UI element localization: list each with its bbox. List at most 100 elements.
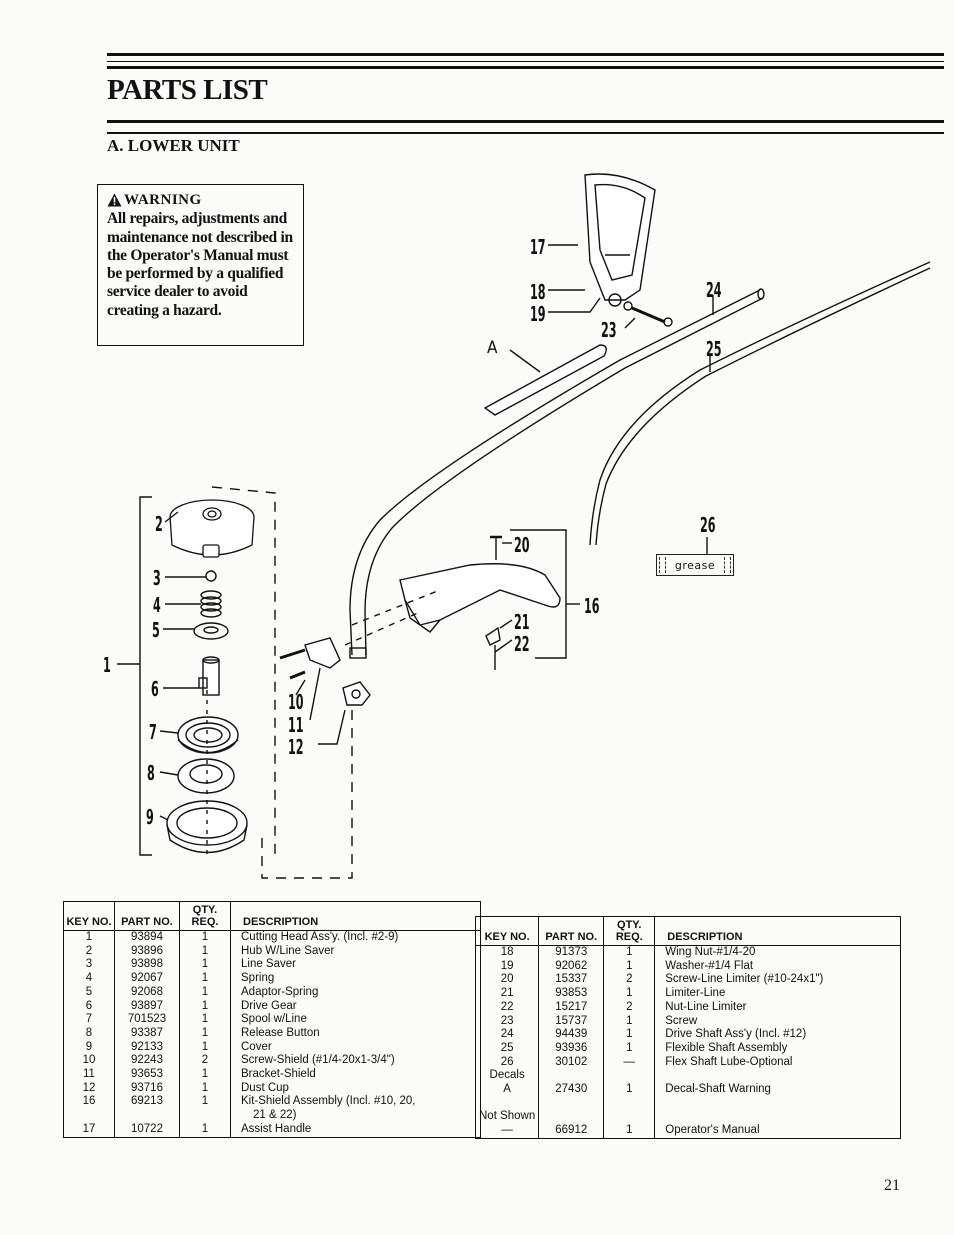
- page-title: PARTS LIST: [107, 74, 268, 106]
- cell-part-no: 93936: [538, 1041, 605, 1056]
- cell-qty: 1: [179, 944, 231, 959]
- cell-description: Nut-Line Limiter: [654, 1000, 901, 1015]
- callout-19: 19: [530, 302, 546, 326]
- cell-key-no: 18: [474, 945, 540, 960]
- table-row: 21 & 22): [63, 1109, 481, 1123]
- cell-key-no: 3: [63, 958, 115, 973]
- col-description: DESCRIPTION: [230, 901, 481, 931]
- cell-description: Cutting Head Ass'y. (Incl. #2-9): [230, 930, 481, 945]
- cell-part-no: 92062: [538, 959, 605, 974]
- cell-description: Line Saver: [230, 958, 481, 973]
- screw-part: [623, 301, 673, 327]
- cell-qty: 1: [179, 958, 231, 973]
- cell-key-no: 7: [63, 1013, 115, 1027]
- cell-description: Adaptor-Spring: [230, 985, 481, 1000]
- callout-18: 18: [530, 280, 546, 304]
- cell-qty: 1: [179, 1026, 231, 1041]
- table-header-row: KEY NO. PART NO. QTY. REQ. DESCRIPTION: [63, 901, 481, 931]
- cell-part-no: 66912: [538, 1124, 605, 1139]
- cell-part-no: 93653: [114, 1068, 180, 1082]
- warning-box: WARNING All repairs, adjustments and mai…: [97, 184, 304, 346]
- cell-part-no: 93898: [114, 958, 180, 973]
- warning-triangle-icon: [107, 193, 122, 207]
- cell-part-no: 92133: [114, 1040, 180, 1055]
- col-key-no: KEY NO.: [63, 901, 115, 931]
- cell-description: 21 & 22): [230, 1109, 481, 1123]
- cell-part-no: 93896: [114, 944, 180, 959]
- cell-qty: 1: [603, 959, 656, 974]
- cell-qty: 1: [603, 1014, 656, 1029]
- cell-qty: 1: [603, 1028, 656, 1042]
- cell-description: Drive Gear: [230, 999, 481, 1014]
- cell-description: Hub W/Line Saver: [230, 944, 481, 959]
- spool-part: [177, 716, 239, 754]
- cell-key-no: [474, 1096, 540, 1111]
- cell-part-no: 93853: [538, 987, 605, 1001]
- callout-4: 4: [153, 593, 161, 617]
- cell-qty: 1: [179, 999, 231, 1014]
- cell-part-no: 93897: [114, 999, 180, 1014]
- cell-part-no: [538, 1069, 605, 1084]
- cell-qty: 2: [603, 973, 656, 988]
- cell-part-no: [538, 1110, 605, 1125]
- callout-A: A: [487, 338, 498, 358]
- callout-11: 11: [288, 713, 304, 737]
- cover-part: [166, 690, 248, 860]
- col-description: DESCRIPTION: [654, 916, 901, 946]
- cell-part-no: 15337: [538, 973, 605, 988]
- col-qty-req: QTY. REQ.: [603, 916, 656, 946]
- callout-16: 16: [584, 594, 600, 618]
- cell-qty: 1: [603, 1041, 656, 1056]
- grease-packet: grease: [656, 554, 734, 576]
- cell-part-no: 701523: [114, 1013, 180, 1027]
- cell-qty: [179, 1109, 231, 1123]
- cell-part-no: 92243: [114, 1054, 180, 1069]
- page-number: 21: [884, 1177, 900, 1194]
- warning-heading: WARNING: [107, 191, 301, 209]
- cell-description: Release Button: [230, 1026, 481, 1041]
- callout-7: 7: [149, 720, 157, 744]
- col-key-no: KEY NO.: [474, 916, 540, 946]
- callout-1: 1: [103, 653, 111, 677]
- cell-part-no: 93716: [114, 1081, 180, 1096]
- table-header-row: KEY NO. PART NO. QTY. REQ. DESCRIPTION: [474, 916, 901, 946]
- cell-qty: 1: [603, 987, 656, 1001]
- cell-key-no: 24: [474, 1028, 540, 1042]
- top-rule-mid: [107, 66, 944, 69]
- col-part-no: PART NO.: [114, 901, 180, 931]
- cell-key-no: 8: [63, 1026, 115, 1041]
- cell-qty: [603, 1110, 656, 1125]
- grease-label: grease: [674, 558, 716, 572]
- cell-qty: [603, 1096, 656, 1111]
- dashed-group-line-2: [261, 705, 353, 879]
- cell-key-no: Not Shown: [474, 1110, 540, 1125]
- cell-key-no: 19: [474, 959, 540, 974]
- cell-qty: —: [603, 1055, 656, 1070]
- decal-shaft-warning: [483, 344, 607, 416]
- cell-key-no: 26: [474, 1055, 540, 1070]
- cell-part-no: 92067: [114, 972, 180, 986]
- cell-qty: 2: [603, 1000, 656, 1015]
- cell-part-no: 27430: [538, 1083, 605, 1097]
- cell-part-no: 15217: [538, 1000, 605, 1015]
- cell-qty: 1: [179, 930, 231, 945]
- cell-description: [654, 1110, 901, 1125]
- cell-qty: 1: [179, 1013, 231, 1027]
- cell-description: [654, 1096, 901, 1111]
- hub-part: [169, 499, 255, 558]
- callout-9: 9: [146, 805, 154, 829]
- callout-20: 20: [514, 533, 530, 557]
- cell-part-no: 91373: [538, 945, 605, 960]
